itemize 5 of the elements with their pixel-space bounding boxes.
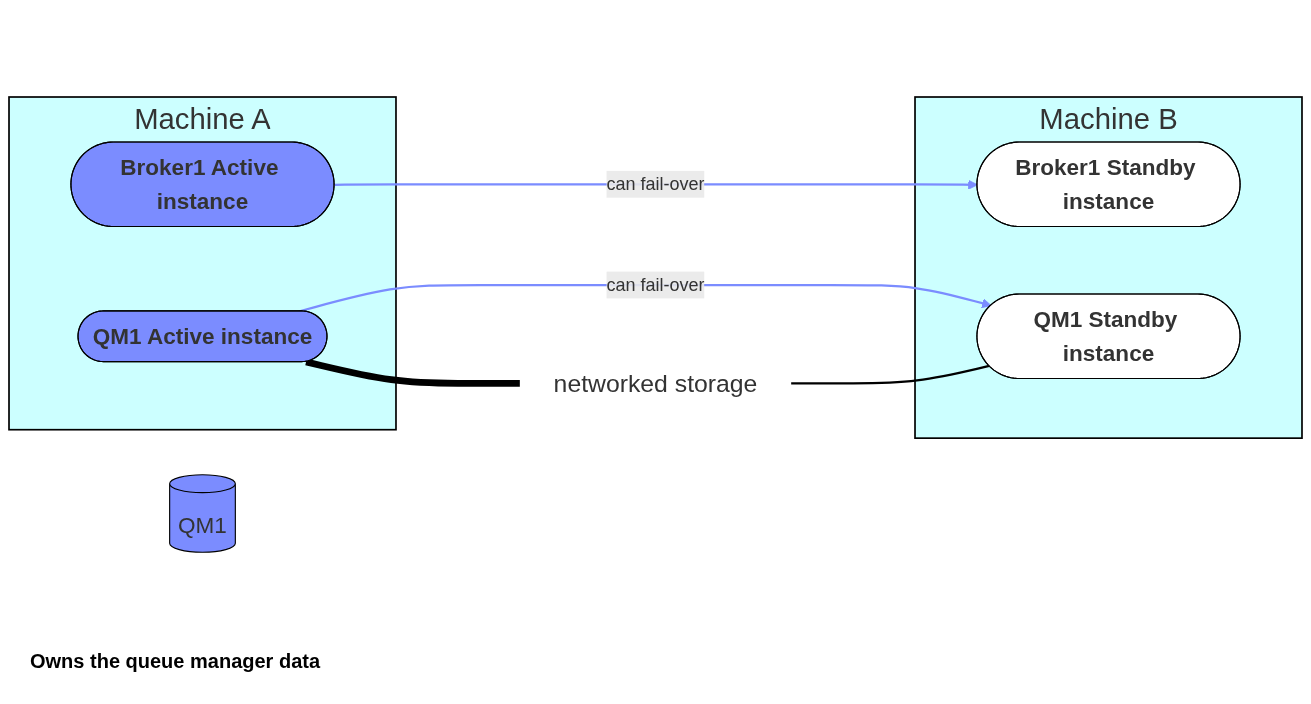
connector xyxy=(791,365,990,385)
note-text: Owns the queue manager data xyxy=(30,650,321,673)
edge-label: can fail-over xyxy=(606,174,705,194)
node-text: networked storage xyxy=(553,369,758,398)
edge-label: can fail-over xyxy=(606,275,705,295)
